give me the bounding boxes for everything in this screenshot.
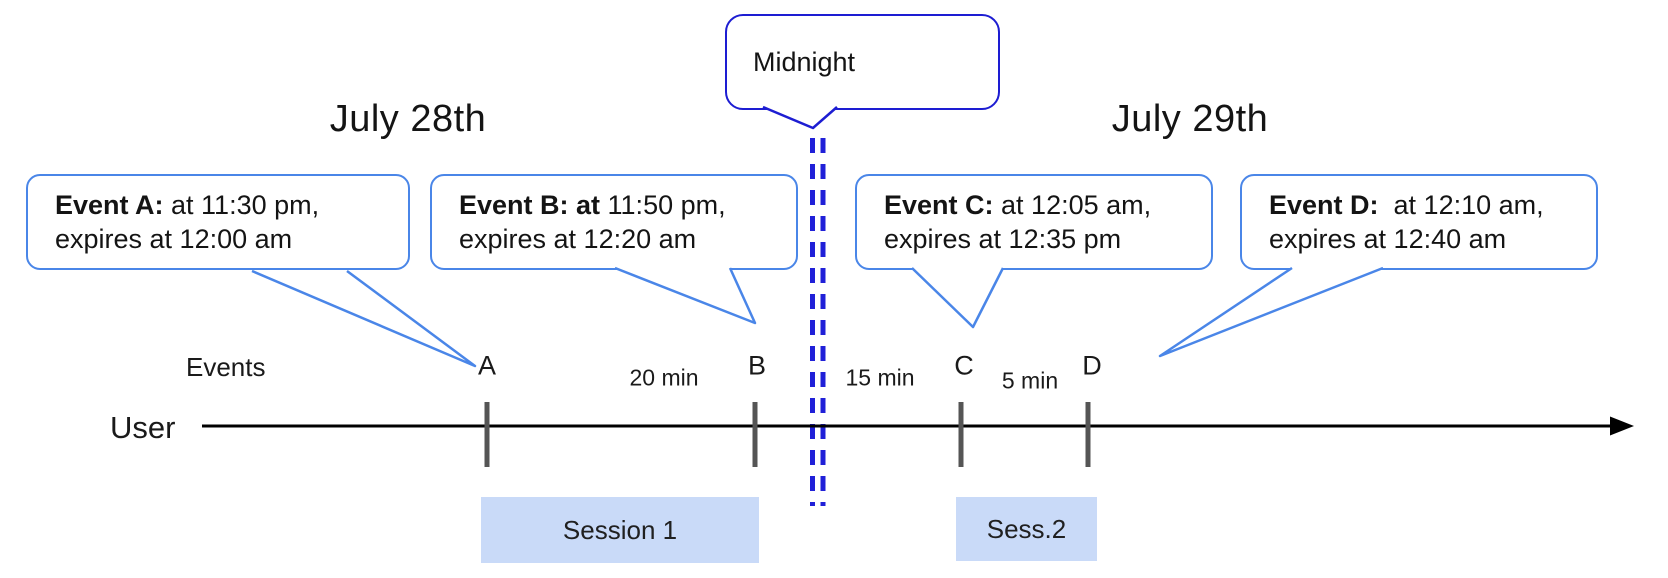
user-row-label: User [110,410,176,445]
session-2-label: Sess.2 [986,513,1067,544]
session-1-box: Session 1 [481,497,759,563]
tick-label-c: C [954,350,974,381]
duration-label-20min: 20 min [629,364,699,391]
event-b-callout-tail [614,266,757,325]
event-a-callout-tail [251,269,477,368]
event-d-callout: Event D: at 12:10 am, expires at 12:40 a… [1240,174,1598,270]
date-title-july-29: July 29th [1111,98,1269,140]
event-a-line1: Event A: at 11:30 pm, [55,190,320,220]
session-1-label: Session 1 [562,514,678,545]
event-d-callout-tail [1158,266,1384,358]
events-row-label: Events [186,352,266,382]
tick-label-a: A [477,350,497,381]
event-b-line2: expires at 12:20 am [459,224,697,254]
duration-label-5min: 5 min [1001,367,1059,394]
event-b-callout: Event B: at 11:50 pm, expires at 12:20 a… [430,174,798,270]
event-d-line1: Event D: at 12:10 am, [1269,190,1544,220]
duration-label-15min: 15 min [845,364,915,391]
user-timeline-arrowhead [1610,416,1634,436]
midnight-callout: Midnight [725,14,1000,110]
tick-label-b: B [747,350,767,381]
event-c-callout: Event C: at 12:05 am, expires at 12:35 p… [855,174,1213,270]
tick-label-d: D [1082,350,1102,381]
midnight-callout-tail [762,105,838,130]
event-c-callout-tail [911,267,1005,329]
event-a-callout: Event A: at 11:30 pm, expires at 12:00 a… [26,174,410,270]
date-title-july-28: July 28th [329,98,487,140]
event-c-line1: Event C: at 12:05 am, [884,190,1152,220]
event-d-line2: expires at 12:40 am [1269,224,1507,254]
event-a-line2: expires at 12:00 am [55,224,293,254]
event-b-line1: Event B: at 11:50 pm, [459,190,726,220]
session-2-box: Sess.2 [956,497,1097,561]
event-c-line2: expires at 12:35 pm [884,224,1122,254]
midnight-label: Midnight [753,46,856,77]
